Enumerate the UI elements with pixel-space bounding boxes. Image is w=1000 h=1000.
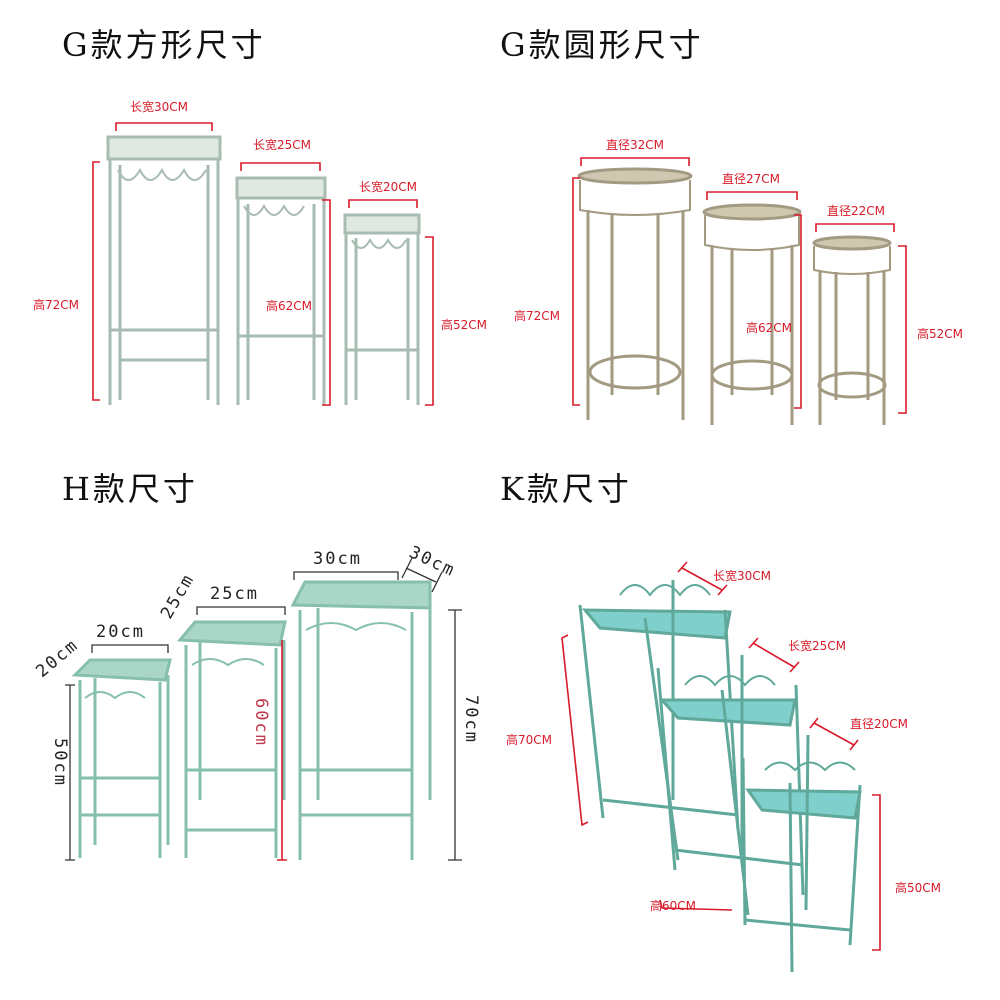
g-square-stand-large [106,135,222,405]
h-style-depth-line-large [401,557,443,593]
k-style-size-label-large: 长宽30CM [713,568,771,583]
h-style-height-label-medium: 60cm [251,698,271,747]
h-style-height-label-large: 70cm [461,695,481,744]
g-round-size-label-large: 直径32CM [606,138,664,152]
h-style-width-label-small: 20cm [96,622,145,642]
g-round-height-line-medium [794,214,802,409]
k-style-height-label-medium: 高60CM [650,898,696,913]
g-square-stand-small [343,213,421,405]
h-style-width-line-large [293,571,399,580]
g-square-title: G款方形尺寸 [62,26,266,64]
h-style-width-label-large: 30cm [313,549,362,569]
h-style-stand-large [290,580,432,860]
k-style-height-line-large [561,634,589,827]
h-style-height-line-large [448,609,462,861]
g-round-height-line-small [898,245,907,414]
k-style-size-line-large [677,561,728,596]
g-round-stand-small [812,235,892,425]
h-style-width-line-small [91,644,169,653]
g-square-height-line-medium [322,199,331,406]
h-style-height-line-medium [277,640,287,861]
g-square-height-line-large [92,161,100,401]
k-style-stand-small [741,734,862,973]
h-style-height-label-small: 50cm [50,738,70,787]
g-round-height-line-large [572,177,580,406]
k-style-size-label-medium: 长宽25CM [788,638,846,653]
g-square-size-line-small [348,199,418,208]
g-square-illustration: 长宽30CM 长宽25CM 长宽20CM 高72CM 高62CM 高52CM [33,99,487,406]
g-square-height-label-medium: 高62CM [266,298,312,313]
g-square-stand-medium [235,176,327,405]
g-round-height-label-large: 高72CM [514,308,560,323]
h-style-illustration: 20cm 25cm 30cm 20cm 25cm 30cm 50cm 60cm … [32,542,481,861]
g-round-size-line-medium [706,191,798,200]
g-round-title: G款圆形尺寸 [500,26,704,64]
g-round-size-label-small: 直径22CM [827,204,885,218]
k-style-size-line-medium [748,637,800,673]
k-style-height-label-large: 高70CM [506,732,552,747]
g-round-height-label-small: 高52CM [917,326,963,341]
k-style-size-label-small: 直径20CM [850,717,908,731]
g-square-size-line-medium [240,162,321,171]
h-style-height-line-small [65,684,75,861]
k-style-size-line-small [809,717,859,751]
g-square-size-label-medium: 长宽25CM [253,137,311,152]
g-round-stand-medium [702,203,802,425]
k-style-height-line-small [872,794,881,951]
k-style-panel: K款尺寸 长宽30CM 长宽25CM [500,470,1000,1000]
g-round-size-line-small [815,223,895,232]
k-style-height-label-small: 高50CM [895,880,941,895]
g-square-height-line-small [425,236,434,406]
g-round-height-label-medium: 高62CM [746,320,792,335]
h-style-title: H款尺寸 [62,470,198,508]
k-style-title: K款尺寸 [500,470,632,508]
g-round-illustration: 直径32CM 直径27CM 直径22CM 高72CM 高62CM 高52CM [514,138,963,425]
h-style-depth-label-large: 30cm [406,542,459,581]
g-square-height-label-large: 高72CM [33,297,79,312]
h-style-stand-medium [176,620,287,858]
h-style-depth-label-medium: 25cm [157,570,199,622]
g-round-size-label-medium: 直径27CM [722,172,780,186]
g-square-size-line-large [115,122,213,131]
g-square-size-label-small: 长宽20CM [359,179,417,194]
k-style-height-line-medium [659,899,733,911]
h-style-stand-small [71,658,172,858]
h-style-panel: H款尺寸 20cm 25cm [0,470,500,1000]
g-square-height-label-small: 高52CM [441,317,487,332]
g-round-size-line-large [580,157,690,166]
k-style-illustration: 长宽30CM 长宽25CM 直径20CM 高70CM 高60CM 高50CM [506,561,941,973]
g-square-size-label-large: 长宽30CM [130,99,188,114]
h-style-width-line-medium [196,606,286,615]
h-style-width-label-medium: 25cm [210,584,259,604]
g-round-panel: G款圆形尺寸 直径32CM 直径27CM [500,0,1000,500]
k-style-stand-large [578,580,740,861]
g-square-panel: G款方形尺寸 长宽30CM 长宽25C [0,0,500,500]
g-round-stand-large [577,167,693,420]
